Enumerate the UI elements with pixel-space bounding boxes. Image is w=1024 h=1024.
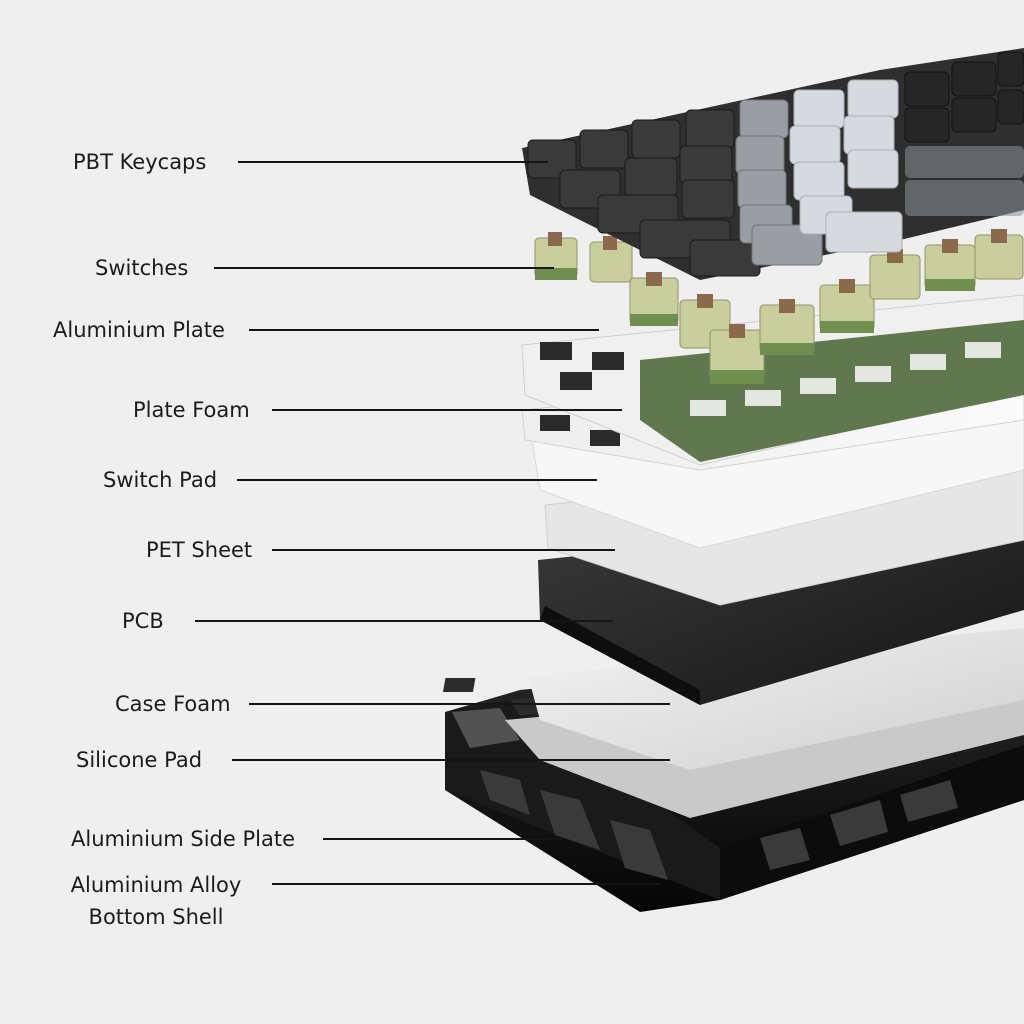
label-aluminium-plate: Aluminium Plate — [53, 318, 225, 342]
label-aluminium-side-plate: Aluminium Side Plate — [71, 827, 295, 851]
case-foam-layer — [442, 628, 1024, 770]
leader-line-switch-pad — [237, 479, 597, 481]
label-switch-pad: Switch Pad — [103, 468, 218, 492]
label-silicone-pad: Silicone Pad — [76, 748, 203, 772]
aluminium-plate-layer — [521, 294, 1024, 466]
leader-line-case-foam — [249, 703, 670, 705]
keycaps-layer — [522, 48, 1024, 280]
label-case-foam: Case Foam — [115, 692, 231, 716]
leader-line-switches — [214, 267, 554, 269]
leader-line-plate-foam — [272, 409, 622, 411]
label-bottom-shell-line1: Aluminium Alloy — [70, 873, 242, 897]
label-pcb: PCB — [122, 609, 164, 633]
label-switches: Switches — [95, 256, 189, 280]
label-bottom-shell: Aluminium Alloy Bottom Shell — [62, 869, 250, 933]
label-plate-foam: Plate Foam — [133, 398, 250, 422]
label-bottom-shell-line2: Bottom Shell — [88, 905, 224, 929]
leader-line-aluminium-side-plate — [323, 838, 563, 840]
leader-line-aluminium-plate — [249, 329, 599, 331]
label-pbt-keycaps: PBT Keycaps — [73, 150, 207, 174]
leader-line-silicone-pad — [232, 759, 670, 761]
switches-layer — [534, 229, 1024, 384]
leader-line-pet-sheet — [272, 549, 615, 551]
leader-line-pcb — [195, 620, 613, 622]
leader-line-bottom-shell — [272, 883, 660, 885]
label-pet-sheet: PET Sheet — [146, 538, 253, 562]
leader-line-pbt-keycaps — [238, 161, 548, 163]
